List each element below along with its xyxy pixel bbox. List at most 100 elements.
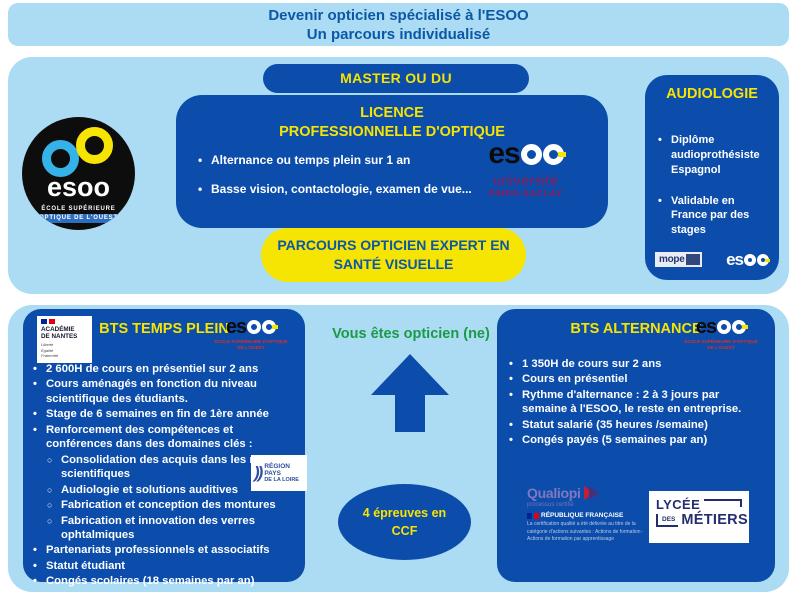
region-pays-de-la-loire-logo: )) RÉGION PAYS DE LA LOIRE <box>251 455 307 491</box>
universite-paris-saclay-logo: université PARIS-SACLAY <box>488 172 564 198</box>
glasses-ring-yellow-icon <box>732 320 749 334</box>
licence-title-line1: LICENCE <box>360 105 424 121</box>
bullet-icon: • <box>658 134 662 146</box>
glasses-ring-blue-icon <box>717 320 732 334</box>
list-item: •Cours en présentiel <box>509 373 628 386</box>
bts-alternance-title: BTS ALTERNANCE <box>570 321 702 337</box>
licence-bullet-list: •Alternance ou temps plein sur 1 an •Bas… <box>198 153 472 211</box>
up-arrow-icon <box>371 354 449 432</box>
sub-list-item: ○Fabrication et conception des montures <box>47 499 276 512</box>
bullet-icon: • <box>509 373 513 386</box>
list-item: •Rythme d'alternance : 2 à 3 jours par s… <box>509 388 742 416</box>
french-flag-icon <box>41 319 88 324</box>
bullet-icon: • <box>509 434 513 447</box>
list-item: •Stage de 6 semaines en fin de 1ère anné… <box>33 408 269 421</box>
bullet-icon: • <box>33 423 37 436</box>
french-flag-icon <box>527 512 532 519</box>
region-chevrons-icon: )) <box>254 463 263 482</box>
esoo-logo: es <box>226 317 279 337</box>
list-item: •Congés payés (5 semaines par an) <box>509 434 708 447</box>
qualiopi-logo: Qualiopi processus certifié RÉPUBLIQUE F… <box>527 485 645 542</box>
esoo-circle-logo: esoo ÉCOLE SUPÉRIEURE OPTIQUE DE L'OUEST <box>22 117 135 230</box>
ccf-exams-badge: 4 épreuves en CCF <box>338 484 471 560</box>
academie-de-nantes-logo: ACADÉMIE DE NANTES Liberté Égalité Frate… <box>37 316 92 363</box>
qualiopi-arrow-icon <box>588 486 599 500</box>
you-are-optician-headline: Vous êtes opticien (ne) <box>332 326 490 342</box>
sub-list-item: ○Fabrication et innovation des verres op… <box>47 514 255 541</box>
bullet-icon: • <box>198 153 203 167</box>
bts-alternance-panel: BTS ALTERNANCE es ÉCOLE SUPÉRIEURE D'OPT… <box>497 309 775 582</box>
bts-temps-plein-title: BTS TEMPS PLEIN <box>99 321 229 337</box>
list-item: •Statut salarié (35 heures /semaine) <box>509 418 708 431</box>
bullet-icon: • <box>33 363 37 375</box>
licence-title-line2: PROFESSIONNELLE D'OPTIQUE <box>279 123 505 140</box>
list-item: •2 600H de cours en présentiel sur 2 ans <box>33 363 259 375</box>
page-title-banner: Devenir opticien spécialisé à l'ESOO Un … <box>8 3 789 46</box>
esoo-logo: es <box>488 139 566 169</box>
circle-bullet-icon: ○ <box>47 515 53 526</box>
bullet-icon: • <box>33 544 37 557</box>
glasses-ring-yellow-icon <box>76 127 113 164</box>
lycee-des-metiers-logo: LYCÉE DES MÉTIERS <box>649 491 749 543</box>
bullet-icon: • <box>509 358 513 370</box>
glasses-ring-blue-icon <box>520 143 542 165</box>
circle-bullet-icon: ○ <box>47 454 53 465</box>
sub-list-item: ○Consolidation des acquis dans les matiè… <box>47 453 296 481</box>
esoo-logo-with-subtitle: es ÉCOLE SUPÉRIEURE D'OPTIQUE DE L'OUEST <box>684 316 758 351</box>
esoo-circle-subtitle-2: OPTIQUE DE L'OUEST <box>22 214 135 223</box>
glasses-ring-yellow-icon <box>542 143 566 165</box>
sub-list-item: ○Audiologie et solutions auditives <box>47 483 238 496</box>
parcours-expert-pill: PARCOURS OPTICIEN EXPERT EN SANTÉ VISUEL… <box>261 228 526 282</box>
audiologie-logo-row: mope es <box>655 251 770 268</box>
audiologie-bullet-list: •Diplôme audioprothésiste Espagnol •Vali… <box>658 117 771 238</box>
glasses-ring-yellow-icon <box>757 253 770 266</box>
frame-line-icon <box>704 499 742 507</box>
bts-temps-plein-bullet-list: •2 600H de cours en présentiel sur 2 ans… <box>33 362 299 590</box>
bullet-icon: • <box>658 194 662 207</box>
circle-bullet-icon: ○ <box>47 500 53 511</box>
bullet-icon: • <box>33 559 37 572</box>
bullet-icon: • <box>509 388 513 401</box>
bullet-icon: • <box>33 408 37 421</box>
page-title-line1: Devenir opticien spécialisé à l'ESOO <box>268 7 529 24</box>
esoo-paris-saclay-logo: es université PARIS-SACLAY <box>462 139 590 198</box>
audiologie-panel: AUDIOLOGIE •Diplôme audioprothésiste Esp… <box>645 75 779 280</box>
bts-section: ACADÉMIE DE NANTES Liberté Égalité Frate… <box>8 305 789 592</box>
list-item: •Cours aménagés en fonction du niveau sc… <box>33 378 257 405</box>
list-item: •Alternance ou temps plein sur 1 an <box>198 153 411 167</box>
republique-francaise-label: RÉPUBLIQUE FRANÇAISE <box>527 512 645 519</box>
list-item: •Renforcement des compétences et confére… <box>33 423 253 451</box>
bullet-icon: • <box>33 378 37 391</box>
licence-panel: LICENCE PROFESSIONNELLE D'OPTIQUE •Alter… <box>176 95 608 228</box>
glasses-ring-blue-icon <box>247 320 262 334</box>
esoo-logo-with-subtitle: es ÉCOLE SUPÉRIEURE D'OPTIQUE DE L'OUEST <box>214 316 288 351</box>
esoo-circle-subtitle-1: ÉCOLE SUPÉRIEURE <box>41 206 116 212</box>
esoo-wordmark: esoo <box>46 172 111 202</box>
list-item: •Statut étudiant <box>33 559 126 572</box>
esoo-logo: es <box>726 251 770 268</box>
master-ou-du-pill: MASTER OU DU <box>263 64 529 93</box>
bullet-icon: • <box>33 575 37 588</box>
esoo-logo: es <box>696 317 749 337</box>
circle-bullet-icon: ○ <box>47 484 53 495</box>
parcours-line2: SANTÉ VISUELLE <box>333 256 454 272</box>
audiologie-title: AUDIOLOGIE <box>666 86 758 102</box>
glasses-ring-blue-icon <box>42 140 79 177</box>
list-item: •Validable en France par des stages <box>658 194 750 237</box>
list-item: •1 350H de cours sur 2 ans <box>509 358 662 370</box>
mope-tagline-block <box>686 254 701 265</box>
higher-education-section: MASTER OU DU esoo ÉCOLE SUPÉRIEURE OPTIQ… <box>8 57 789 294</box>
bts-temps-plein-panel: ACADÉMIE DE NANTES Liberté Égalité Frate… <box>23 309 307 587</box>
qualiopi-certification-details: La certification qualité a été délivrée … <box>527 521 644 542</box>
bullet-icon: • <box>198 182 203 196</box>
list-item: •Basse vision, contactologie, examen de … <box>198 182 472 196</box>
list-item: •Diplôme audioprothésiste Espagnol <box>658 134 760 176</box>
licence-title: LICENCE PROFESSIONNELLE D'OPTIQUE <box>176 95 608 142</box>
glasses-ring-yellow-icon <box>262 320 279 334</box>
list-item: •Partenariats professionnels et associat… <box>33 544 270 557</box>
parcours-line1: PARCOURS OPTICIEN EXPERT EN <box>277 237 510 254</box>
page-title-line2: Un parcours individualisé <box>306 26 491 44</box>
list-item: •Congés scolaires (18 semaines par an) <box>33 575 255 588</box>
bullet-icon: • <box>509 418 513 431</box>
bts-alternance-bullet-list: •1 350H de cours sur 2 ans •Cours en pré… <box>509 357 767 449</box>
